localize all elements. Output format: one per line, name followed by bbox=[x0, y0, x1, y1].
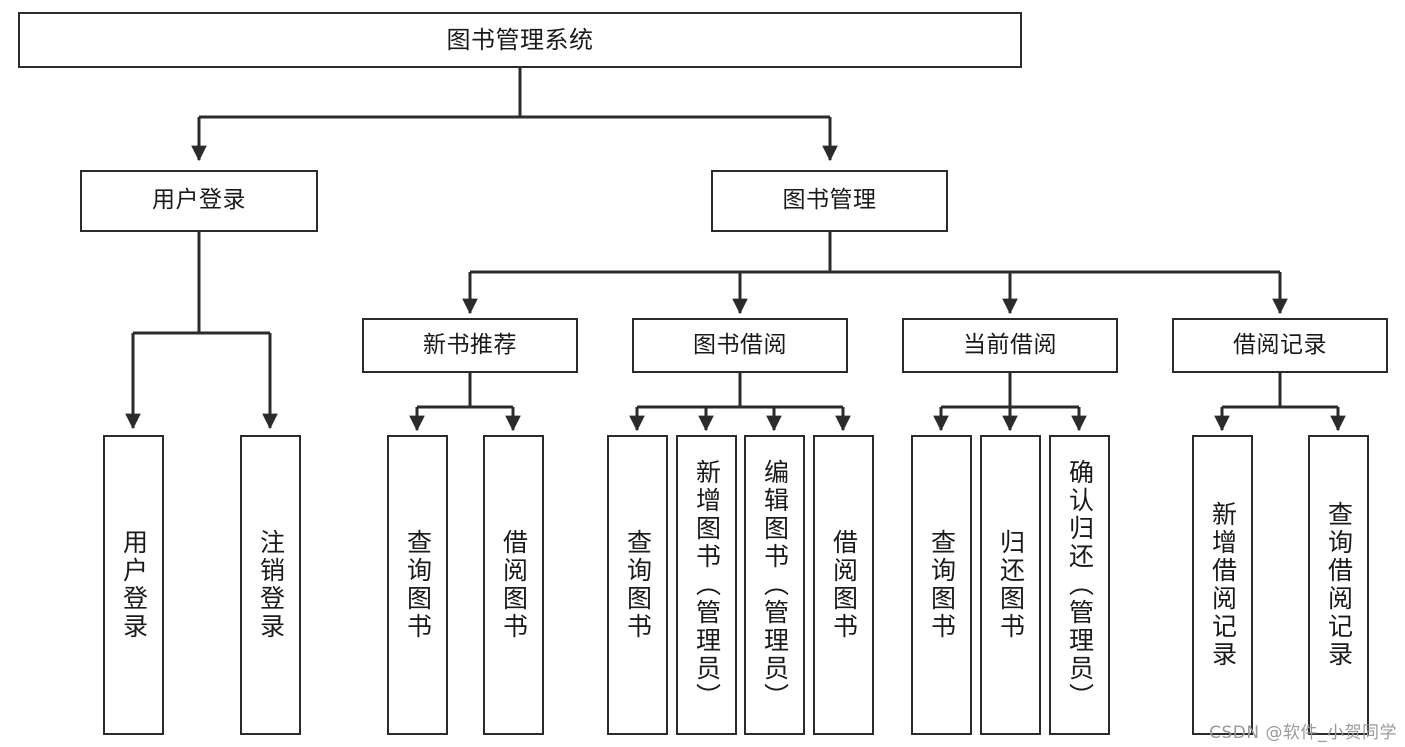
node-leaf-confirm-return-admin[interactable]: 确认归还（管理员） bbox=[1049, 435, 1110, 735]
node-leaf-query-book-current[interactable]: 查询图书 bbox=[911, 435, 972, 735]
watermark-text: CSDN @软件_小贺同学 bbox=[1209, 723, 1397, 743]
node-leaf-query-borrow-record[interactable]: 查询借阅记录 bbox=[1308, 435, 1369, 735]
node-leaf-add-borrow-record[interactable]: 新增借阅记录 bbox=[1192, 435, 1253, 735]
node-label: 图书管理 bbox=[782, 187, 877, 214]
node-label: 确认归还（管理员） bbox=[1065, 459, 1095, 711]
node-leaf-query-book-recommendation[interactable]: 查询图书 bbox=[387, 435, 448, 735]
node-label: 当前借阅 bbox=[963, 331, 1057, 358]
node-new-book-recommendation[interactable]: 新书推荐 bbox=[362, 318, 578, 373]
node-label: 图书管理系统 bbox=[446, 25, 594, 54]
node-label: 新书推荐 bbox=[423, 331, 517, 358]
node-label: 查询借阅记录 bbox=[1324, 501, 1354, 669]
node-leaf-borrow-book-recommendation[interactable]: 借阅图书 bbox=[483, 435, 544, 735]
node-leaf-edit-book-admin[interactable]: 编辑图书（管理员） bbox=[744, 435, 805, 735]
node-user-login[interactable]: 用户登录 bbox=[80, 170, 318, 232]
node-borrow-record[interactable]: 借阅记录 bbox=[1172, 318, 1388, 373]
node-leaf-return-book[interactable]: 归还图书 bbox=[980, 435, 1041, 735]
node-leaf-query-book-borrow[interactable]: 查询图书 bbox=[607, 435, 668, 735]
node-label: 注销登录 bbox=[256, 529, 286, 641]
node-label: 用户登录 bbox=[152, 187, 246, 214]
node-label: 借阅图书 bbox=[499, 529, 529, 641]
node-book-manage[interactable]: 图书管理 bbox=[711, 170, 948, 232]
node-label: 新增借阅记录 bbox=[1208, 501, 1238, 669]
node-root-system[interactable]: 图书管理系统 bbox=[18, 12, 1022, 68]
node-label: 借阅图书 bbox=[829, 529, 859, 641]
node-leaf-add-book-admin[interactable]: 新增图书（管理员） bbox=[676, 435, 737, 735]
node-leaf-user-logout[interactable]: 注销登录 bbox=[240, 435, 301, 735]
node-label: 新增图书（管理员） bbox=[692, 459, 722, 711]
node-leaf-borrow-book[interactable]: 借阅图书 bbox=[813, 435, 874, 735]
node-label: 查询图书 bbox=[403, 529, 433, 641]
node-label: 编辑图书（管理员） bbox=[760, 459, 790, 711]
node-current-borrow[interactable]: 当前借阅 bbox=[902, 318, 1118, 373]
node-book-borrow[interactable]: 图书借阅 bbox=[632, 318, 848, 373]
node-label: 查询图书 bbox=[927, 529, 957, 641]
node-label: 归还图书 bbox=[996, 529, 1026, 641]
node-label: 查询图书 bbox=[623, 529, 653, 641]
node-label: 用户登录 bbox=[119, 529, 149, 641]
node-label: 图书借阅 bbox=[693, 331, 787, 358]
node-label: 借阅记录 bbox=[1233, 331, 1327, 358]
node-leaf-user-login[interactable]: 用户登录 bbox=[103, 435, 164, 735]
